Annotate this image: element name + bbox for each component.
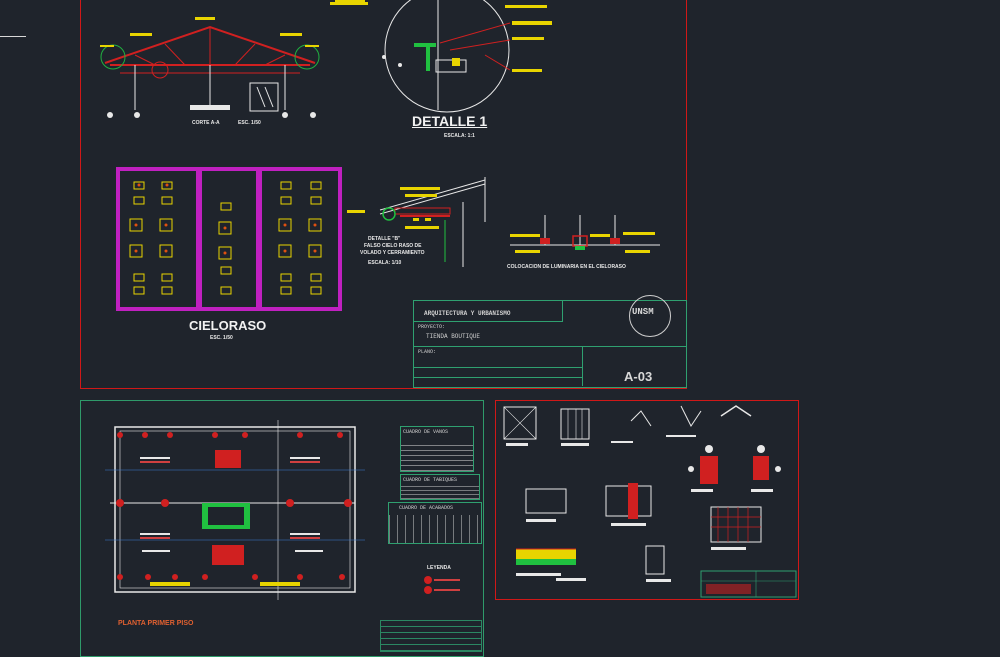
table-tabiques[interactable]: CUADRO DE TABIQUES xyxy=(400,474,480,500)
table-acabados-title: CUADRO DE ACABADOS xyxy=(399,505,454,511)
edge-mark xyxy=(0,36,26,37)
luminaire-title: COLOCACION DE LUMINARIA EN EL CIELORASO xyxy=(507,264,626,270)
title-block-firm-row xyxy=(414,301,563,322)
annotation-strip-1 xyxy=(330,2,368,5)
title-block-line-1 xyxy=(414,346,686,347)
logo-text: UNSM xyxy=(632,307,654,317)
detail-1-scale: ESCALA: 1:1 xyxy=(444,133,475,139)
ceiling-luminaires xyxy=(129,181,322,295)
ceiling-scale: ESC. 1/50 xyxy=(210,335,233,341)
details-sheet-frame[interactable] xyxy=(495,400,799,600)
annotation-strip-2 xyxy=(505,5,547,8)
section-aa-drawing[interactable] xyxy=(95,15,335,125)
title-block[interactable]: ARQUITECTURA Y URBANISMO UNSM PROYECTO: … xyxy=(413,295,687,388)
title-block-line-3 xyxy=(414,367,582,368)
ceiling-divider-left xyxy=(196,171,202,307)
title-block-line-2 xyxy=(582,346,583,386)
table-acabados[interactable]: CUADRO DE ACABADOS xyxy=(388,502,482,544)
detail-eave-drawing[interactable] xyxy=(345,172,495,272)
legend-symbol-1 xyxy=(424,576,432,584)
legend-line-1 xyxy=(434,579,460,581)
plano-label: PLANO: xyxy=(418,349,437,355)
section-aa-scale: ESC. 1/50 xyxy=(238,120,261,126)
details-sheet-drawings[interactable] xyxy=(496,401,797,598)
detail-eave-line2: VOLADO Y CERRAMIENTO xyxy=(360,250,425,256)
table-tabiques-body xyxy=(401,485,479,499)
legend-title: LEYENDA xyxy=(427,565,451,571)
plan-title-block[interactable] xyxy=(380,620,482,652)
luminaire-detail-drawing[interactable] xyxy=(505,210,665,265)
project-label: PROYECTO: xyxy=(418,324,446,330)
top-sheet-frame[interactable] xyxy=(80,0,687,389)
detail-1-drawing[interactable] xyxy=(335,0,580,113)
table-vanos[interactable]: CUADRO DE VANOS xyxy=(400,426,474,472)
legend-symbol-2 xyxy=(424,586,432,594)
detail-1-title: DETALLE 1 xyxy=(412,113,488,129)
unsm-logo xyxy=(629,295,671,337)
firm-name: ARQUITECTURA Y URBANISMO xyxy=(424,310,511,317)
project-name: TIENDA BOUTIQUE xyxy=(426,333,481,340)
title-block-line-4 xyxy=(414,377,582,378)
legend-line-2 xyxy=(434,589,460,591)
plan-title: PLANTA PRIMER PISO xyxy=(118,620,194,627)
table-vanos-title: CUADRO DE VANOS xyxy=(403,429,449,435)
floor-plan-drawing[interactable] xyxy=(100,415,370,605)
ceiling-title: CIELORASO xyxy=(189,318,267,333)
table-vanos-body xyxy=(401,445,473,471)
detail-eave-line1: FALSO CIELO RASO DE xyxy=(364,243,422,249)
ceiling-divider-right xyxy=(256,171,262,307)
table-acabados-body xyxy=(389,515,481,543)
section-aa-label: CORTE A-A xyxy=(192,120,220,126)
ceiling-plan[interactable] xyxy=(116,167,342,311)
detail-eave-title: DETALLE "B" xyxy=(368,236,401,242)
sheet-number: A-03 xyxy=(624,369,653,384)
detail-eave-scale: ESCALA: 1/10 xyxy=(368,260,402,266)
table-tabiques-title: CUADRO DE TABIQUES xyxy=(403,477,458,483)
